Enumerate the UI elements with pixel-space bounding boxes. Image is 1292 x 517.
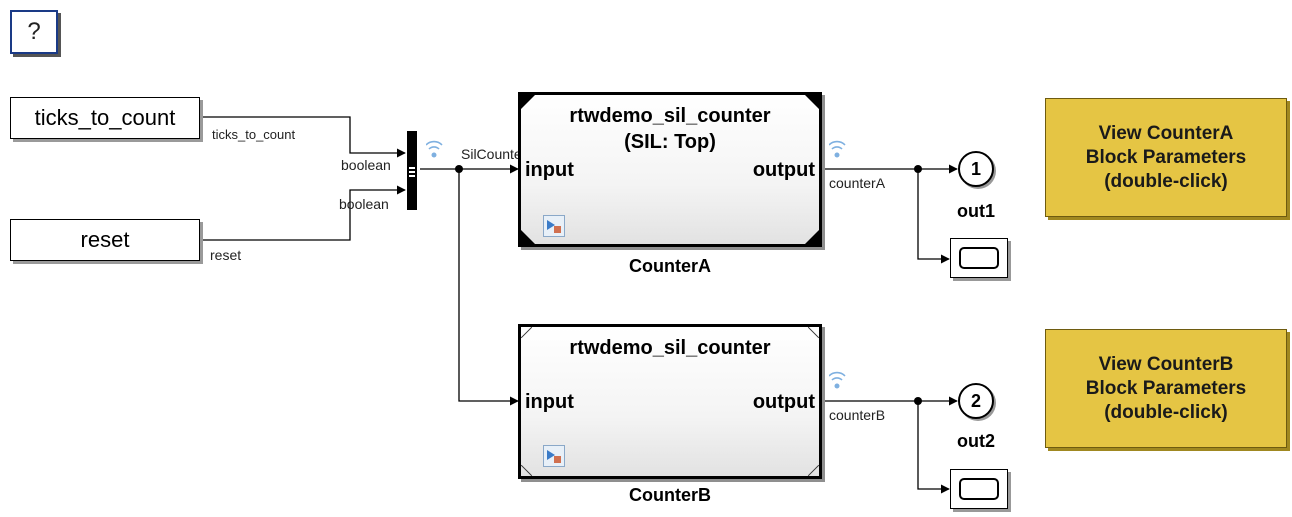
- inport-reset[interactable]: reset: [10, 219, 200, 261]
- model-block-countera[interactable]: rtwdemo_sil_counter (SIL: Top) input out…: [518, 92, 822, 247]
- signal-label-boolean-1[interactable]: boolean: [341, 157, 391, 173]
- sim-mode-label: (SIL: Top): [624, 131, 716, 153]
- model-block-counterb[interactable]: rtwdemo_sil_counter input output: [518, 324, 822, 479]
- view-counterb-parameters-button[interactable]: View CounterB Block Parameters (double-c…: [1045, 329, 1287, 448]
- signal-logging-icon[interactable]: [829, 369, 853, 393]
- inport-label: reset: [80, 227, 130, 252]
- scope-icon: [959, 247, 999, 269]
- action-text-line3: (double-click): [1104, 170, 1228, 192]
- model-reference-icon: [543, 445, 565, 467]
- inport-ticks-to-count[interactable]: ticks_to_count: [10, 97, 200, 139]
- outport-number: 1: [970, 158, 981, 179]
- outport-number: 2: [970, 390, 981, 411]
- model-reference-icon: [543, 215, 565, 237]
- input-port-label: input: [525, 391, 574, 413]
- outport-1[interactable]: 1: [958, 151, 994, 187]
- output-port-label: output: [752, 391, 815, 413]
- scope-block-2[interactable]: [950, 469, 1008, 509]
- action-text-line2: Block Parameters: [1085, 377, 1247, 399]
- wire-countera-to-scope1: [917, 169, 950, 264]
- outport-2[interactable]: 2: [958, 383, 994, 419]
- view-countera-parameters-button[interactable]: View CounterA Block Parameters (double-c…: [1045, 98, 1287, 217]
- signal-logging-icon[interactable]: [426, 138, 450, 162]
- action-text-line2: Block Parameters: [1085, 146, 1247, 168]
- signal-label-reset[interactable]: reset: [210, 247, 242, 263]
- question-icon: ?: [27, 18, 41, 45]
- signal-logging-icon[interactable]: [829, 138, 853, 162]
- action-text-line3: (double-click): [1104, 401, 1228, 423]
- inport-label: ticks_to_count: [34, 105, 176, 130]
- input-port-label: input: [525, 159, 574, 181]
- scope-block-1[interactable]: [950, 238, 1008, 278]
- outport-name-out2[interactable]: out2: [957, 431, 995, 451]
- help-button[interactable]: ?: [10, 10, 58, 54]
- signal-label-counterb[interactable]: counterB: [829, 407, 886, 423]
- block-name-counterb[interactable]: CounterB: [629, 485, 711, 505]
- output-port-label: output: [752, 159, 815, 181]
- signal-label-countera[interactable]: counterA: [829, 175, 886, 191]
- signal-label-ticks-to-count[interactable]: ticks_to_count: [212, 127, 296, 142]
- wire-ticks-to-count: [200, 116, 406, 158]
- action-text-line1: View CounterA: [1098, 122, 1234, 144]
- model-name: rtwdemo_sil_counter: [569, 337, 771, 359]
- wire-reset: [200, 185, 406, 241]
- outport-name-out1[interactable]: out1: [957, 201, 995, 221]
- signal-label-boolean-2[interactable]: boolean: [339, 196, 389, 212]
- bus-creator-block[interactable]: [407, 131, 417, 210]
- model-name: rtwdemo_sil_counter: [569, 105, 771, 127]
- scope-icon: [959, 478, 999, 500]
- action-text-line1: View CounterB: [1098, 353, 1234, 375]
- branch-point-counterb: [914, 397, 922, 405]
- wire-counterb-to-scope2: [917, 401, 950, 494]
- block-name-countera[interactable]: CounterA: [629, 256, 711, 276]
- branch-point-countera: [914, 165, 922, 173]
- branch-point-bus: [455, 165, 463, 173]
- wire-bus-to-counterb: [458, 169, 519, 406]
